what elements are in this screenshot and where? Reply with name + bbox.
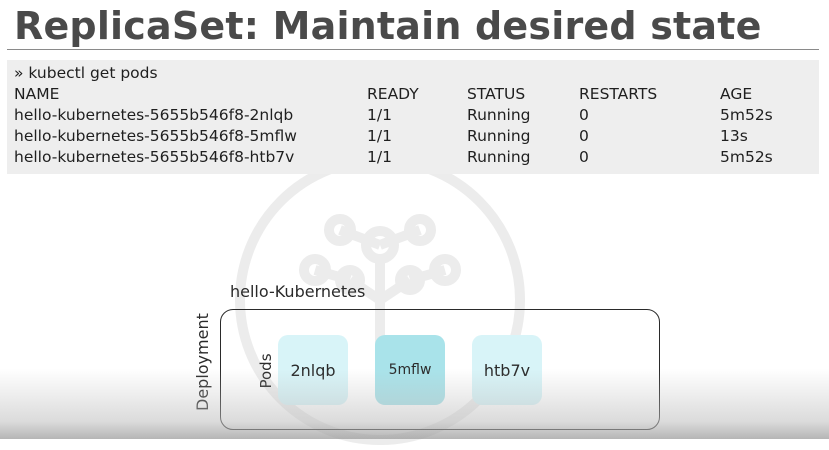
deployment-label: Deployment — [193, 313, 212, 411]
pod-box: 2nlqb — [278, 335, 348, 405]
pod-status: Running — [467, 106, 531, 124]
page-title: ReplicaSet: Maintain desired state — [14, 4, 762, 48]
pod-name: hello-kubernetes-5655b546f8-5mflw — [14, 127, 297, 145]
terminal-command: » kubectl get pods — [14, 64, 158, 82]
pod-status: Running — [467, 127, 531, 145]
pod-restarts: 0 — [579, 148, 589, 166]
pod-box-new: 5mflw — [375, 335, 445, 405]
pod-label: htb7v — [483, 360, 531, 380]
pod-age: 5m52s — [720, 148, 773, 166]
pod-ready: 1/1 — [367, 106, 392, 124]
pod-ready: 1/1 — [367, 127, 392, 145]
terminal-output: » kubectl get pods NAME READY STATUS RES… — [7, 60, 819, 174]
pod-restarts: 0 — [579, 127, 589, 145]
header-age: AGE — [720, 85, 753, 103]
pod-status: Running — [467, 148, 531, 166]
header-restarts: RESTARTS — [579, 85, 658, 103]
deployment-name: hello-Kubernetes — [230, 282, 366, 301]
header-status: STATUS — [467, 85, 526, 103]
title-divider — [7, 49, 819, 50]
pod-restarts: 0 — [579, 106, 589, 124]
pod-name: hello-kubernetes-5655b546f8-htb7v — [14, 148, 295, 166]
header-name: NAME — [14, 85, 60, 103]
pod-ready: 1/1 — [367, 148, 392, 166]
pods-label: Pods — [257, 353, 275, 389]
pod-label: 2nlqb — [290, 360, 336, 380]
pod-box: htb7v — [472, 335, 542, 405]
pod-age: 13s — [720, 127, 748, 145]
header-ready: READY — [367, 85, 419, 103]
pod-label: 5mflw — [388, 362, 432, 378]
pod-age: 5m52s — [720, 106, 773, 124]
pod-name: hello-kubernetes-5655b546f8-2nlqb — [14, 106, 294, 124]
